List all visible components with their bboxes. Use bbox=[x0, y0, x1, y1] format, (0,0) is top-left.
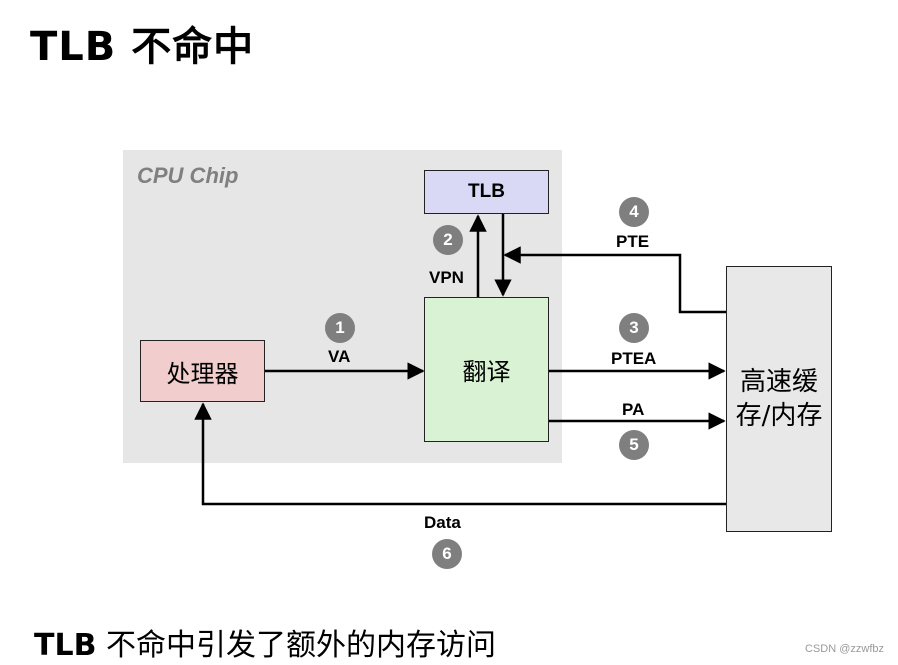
pte-arrow bbox=[503, 246, 726, 314]
watermark: CSDN @zzwfbz bbox=[804, 643, 884, 655]
cache-memory-node: 高速缓 存/内存 bbox=[726, 266, 832, 532]
data-arrow bbox=[194, 402, 726, 506]
step-5-badge: 5 bbox=[619, 430, 649, 460]
translation-node: 翻译 bbox=[424, 297, 549, 442]
ptea-label: PTEA bbox=[611, 349, 657, 368]
step-3-badge: 3 bbox=[619, 313, 649, 343]
pte-label: PTE bbox=[616, 232, 650, 251]
caption: TLB 不命中引发了额外的内存访问 bbox=[34, 620, 496, 664]
cache-memory-label-line1: 高速缓 bbox=[739, 367, 818, 397]
page-title: TLB 不命中 bbox=[30, 24, 255, 70]
step-2-badge: 2 bbox=[433, 225, 463, 255]
step-6-badge: 6 bbox=[432, 539, 462, 569]
data-label: Data bbox=[424, 513, 461, 532]
step-4-badge: 4 bbox=[619, 197, 649, 227]
processor-node: 处理器 bbox=[140, 340, 265, 402]
cache-memory-label-line2: 存/内存 bbox=[735, 401, 823, 431]
vpn-label: VPN bbox=[429, 268, 464, 287]
caption-tlb: TLB bbox=[34, 628, 97, 663]
step-1-badge: 1 bbox=[325, 313, 355, 343]
va-label: VA bbox=[328, 347, 351, 366]
pa-label: PA bbox=[622, 400, 645, 419]
tlb-node: TLB bbox=[424, 170, 549, 214]
caption-rest: 不命中引发了额外的内存访问 bbox=[96, 628, 496, 663]
cpu-chip-label: CPU Chip bbox=[137, 163, 239, 188]
